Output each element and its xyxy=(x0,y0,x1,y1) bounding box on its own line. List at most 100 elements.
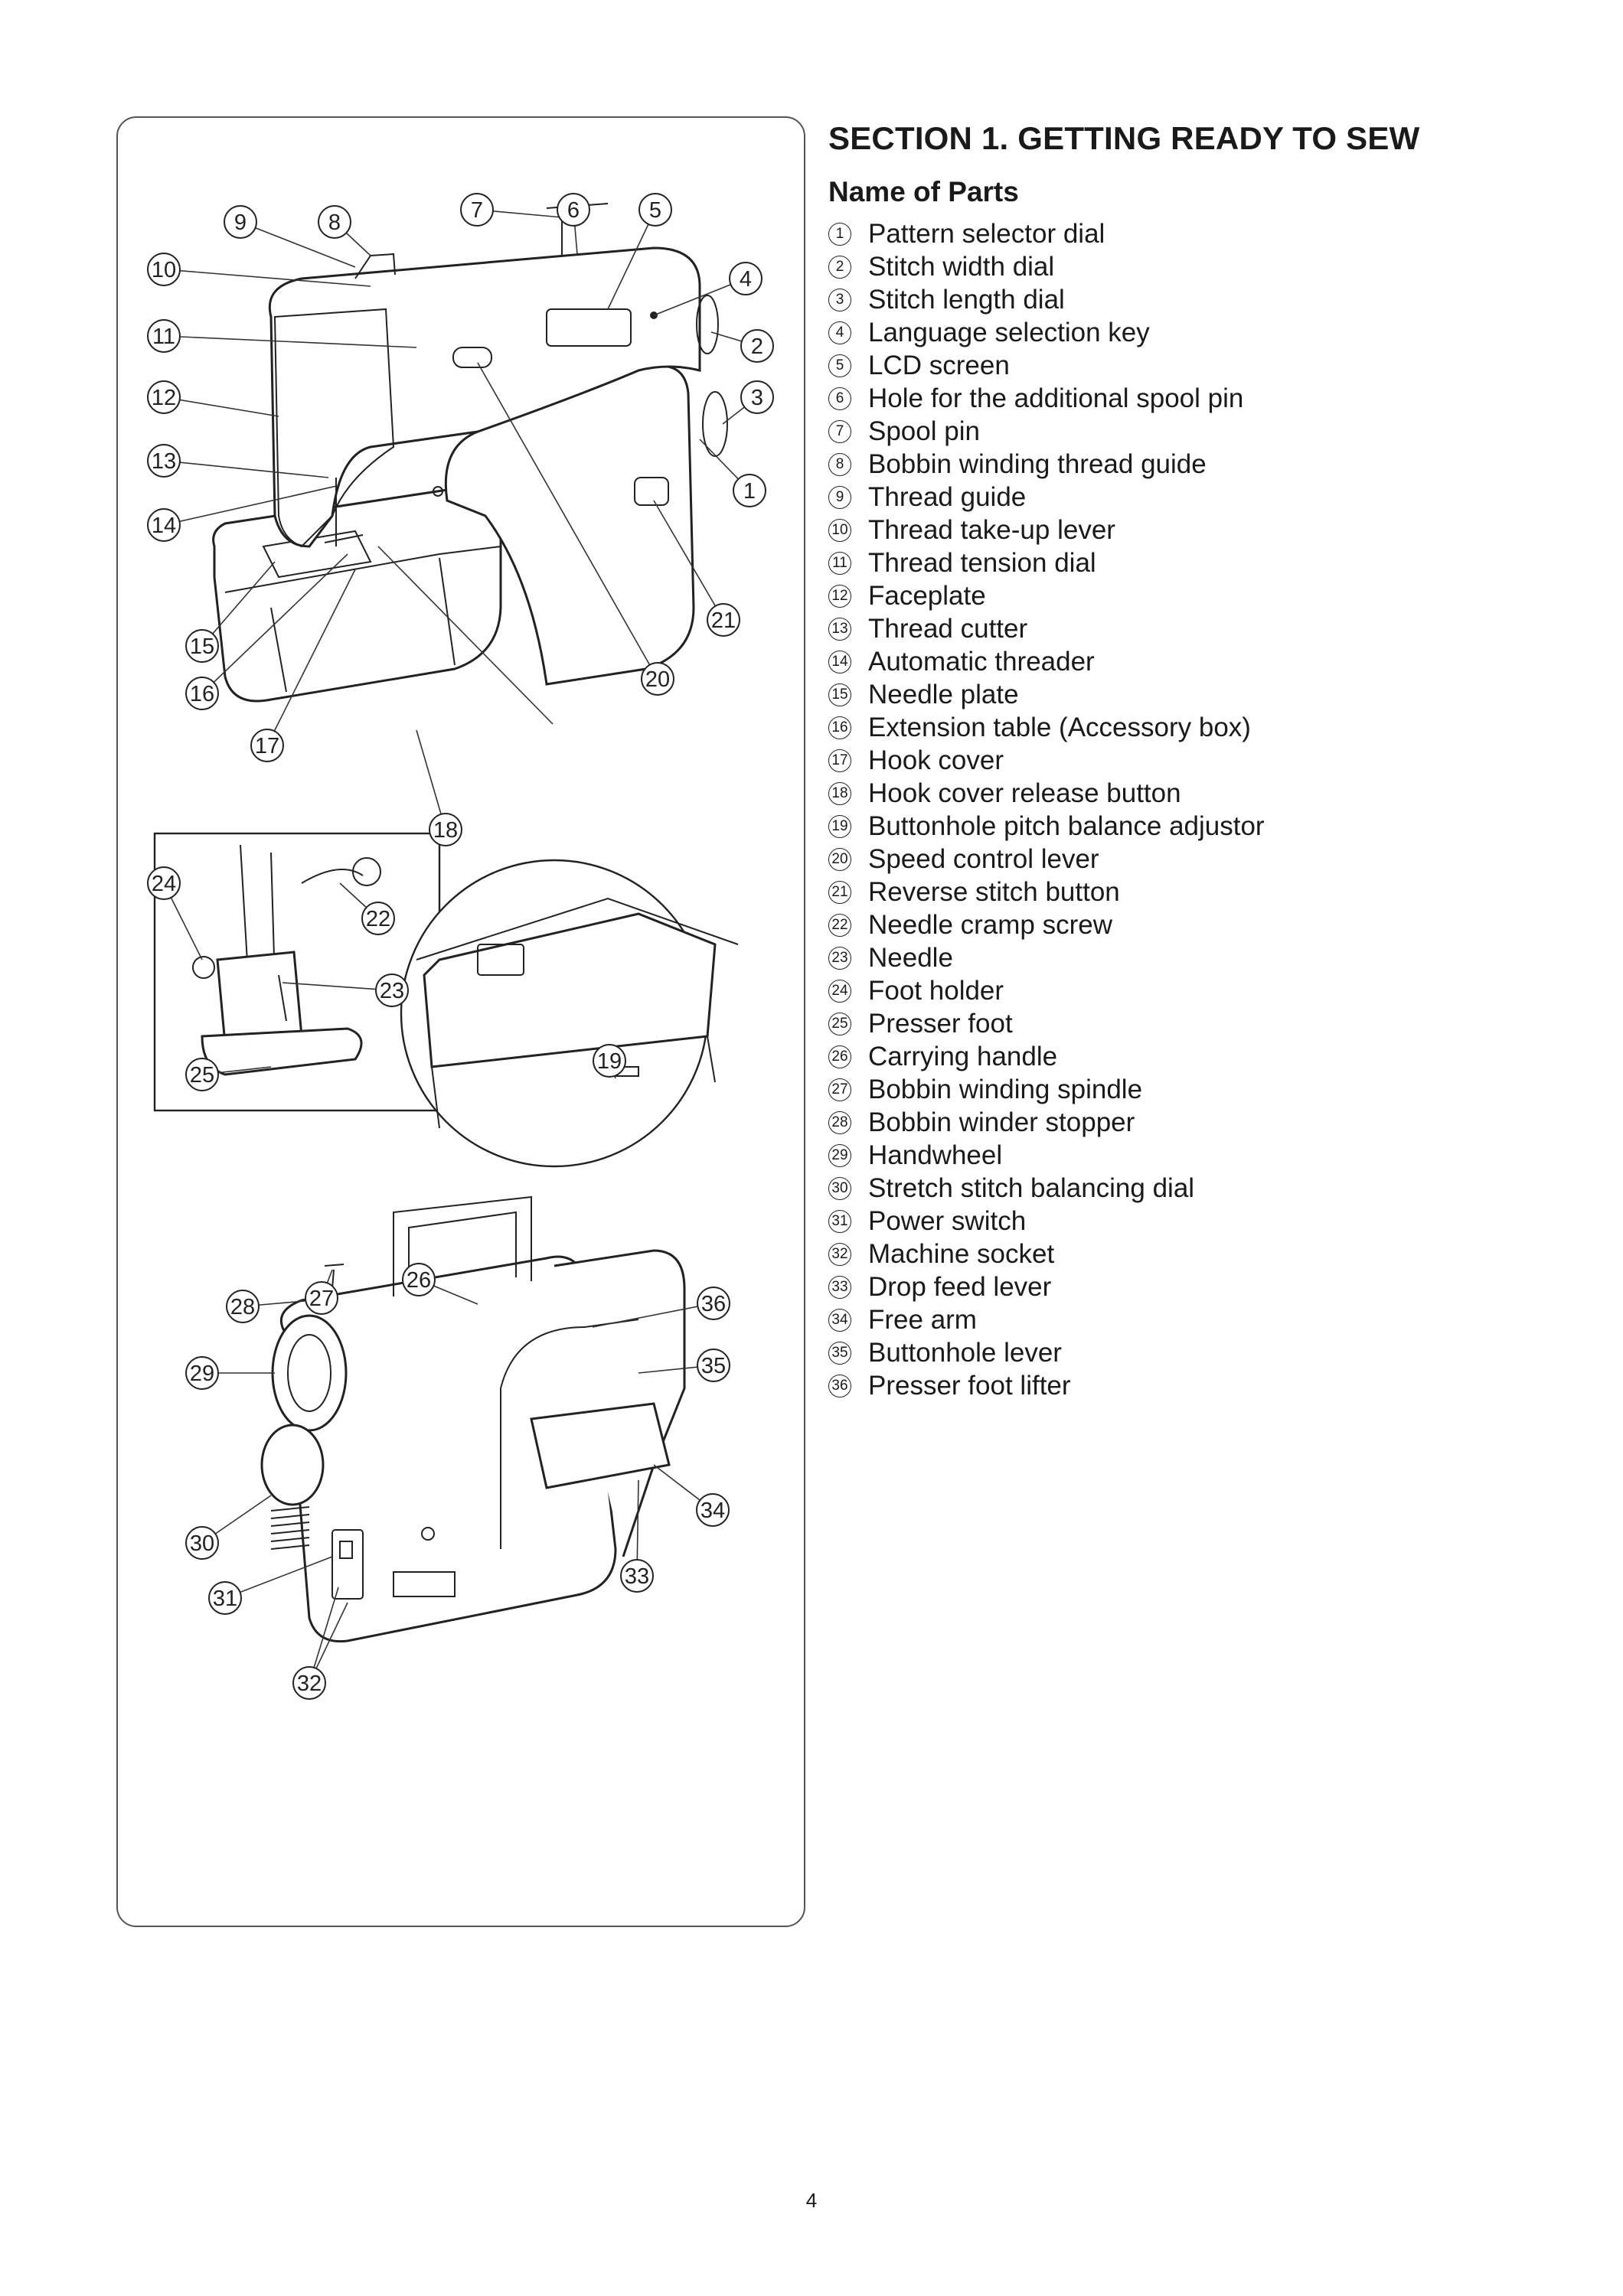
part-number-badge: 4 xyxy=(828,321,851,344)
callout-number: 25 xyxy=(185,1058,219,1091)
svg-text:29: 29 xyxy=(190,1362,214,1386)
callout-number: 14 xyxy=(147,508,181,542)
part-number-badge: 14 xyxy=(828,650,851,673)
part-label: Extension table (Accessory box) xyxy=(868,713,1251,742)
svg-text:25: 25 xyxy=(190,1063,214,1088)
part-label: Buttonhole lever xyxy=(868,1338,1062,1368)
part-label: Bobbin winding spindle xyxy=(868,1075,1143,1104)
svg-text:20: 20 xyxy=(645,667,670,692)
part-number-badge: 7 xyxy=(828,419,851,443)
part-label: Hook cover xyxy=(868,745,1004,775)
svg-text:8: 8 xyxy=(328,210,341,235)
part-number-badge: 23 xyxy=(828,946,851,970)
part-label: Foot holder xyxy=(868,976,1004,1006)
part-label: Hole for the additional spool pin xyxy=(868,383,1244,413)
callout-number: 28 xyxy=(226,1290,260,1323)
svg-text:16: 16 xyxy=(190,682,214,706)
callout-number: 16 xyxy=(185,677,219,710)
svg-text:33: 33 xyxy=(625,1564,649,1589)
svg-text:23: 23 xyxy=(380,979,404,1003)
hook-cover-inset xyxy=(400,859,739,1168)
part-label: Automatic threader xyxy=(868,647,1095,677)
part-item: 18 Hook cover release button xyxy=(828,777,1594,810)
part-label: LCD screen xyxy=(868,351,1010,380)
callout-number: 4 xyxy=(729,262,763,295)
callout-number: 11 xyxy=(147,319,181,353)
callout-number: 33 xyxy=(620,1559,654,1593)
svg-text:28: 28 xyxy=(230,1295,255,1319)
part-label: Needle cramp screw xyxy=(868,910,1112,940)
part-number-badge: 24 xyxy=(828,979,851,1003)
part-label: Carrying handle xyxy=(868,1042,1058,1071)
part-item: 7 Spool pin xyxy=(828,415,1594,448)
part-label: Thread guide xyxy=(868,482,1027,512)
part-label: Presser foot xyxy=(868,1009,1013,1039)
rear-view-machine xyxy=(260,1195,686,1643)
part-label: Free arm xyxy=(868,1305,977,1335)
svg-text:26: 26 xyxy=(407,1268,431,1293)
svg-text:17: 17 xyxy=(255,734,279,758)
part-item: 14 Automatic threader xyxy=(828,645,1594,678)
svg-text:4: 4 xyxy=(740,267,752,292)
callout-number: 31 xyxy=(208,1581,242,1615)
svg-text:31: 31 xyxy=(213,1587,237,1611)
part-label: Power switch xyxy=(868,1206,1027,1236)
part-number-badge: 3 xyxy=(828,288,851,311)
svg-text:5: 5 xyxy=(649,198,661,223)
part-label: Spool pin xyxy=(868,416,980,446)
part-label: Handwheel xyxy=(868,1140,1003,1170)
text-column: SECTION 1. GETTING READY TO SEW Name of … xyxy=(828,115,1594,1402)
callout-number: 26 xyxy=(402,1263,436,1296)
callout-number: 24 xyxy=(147,866,181,900)
callout-number: 30 xyxy=(185,1526,219,1560)
callout-number: 22 xyxy=(361,902,395,935)
callout-number: 36 xyxy=(697,1287,730,1320)
part-number-badge: 26 xyxy=(828,1045,851,1068)
svg-text:12: 12 xyxy=(152,386,176,410)
part-label: Reverse stitch button xyxy=(868,877,1120,907)
part-label: Machine socket xyxy=(868,1239,1055,1269)
svg-text:18: 18 xyxy=(433,818,458,843)
svg-text:15: 15 xyxy=(190,634,214,659)
part-number-badge: 19 xyxy=(828,814,851,838)
part-number-badge: 13 xyxy=(828,617,851,641)
part-number-badge: 11 xyxy=(828,551,851,575)
callout-number: 9 xyxy=(224,205,257,239)
part-callouts: 1234567891011121314151617181920212223242… xyxy=(147,193,774,1700)
svg-text:36: 36 xyxy=(701,1292,726,1316)
part-label: Stitch length dial xyxy=(868,285,1065,315)
section-title: SECTION 1. GETTING READY TO SEW xyxy=(828,120,1420,156)
svg-text:9: 9 xyxy=(234,210,247,235)
part-number-badge: 18 xyxy=(828,781,851,805)
part-label: Hook cover release button xyxy=(868,778,1181,808)
part-label: Bobbin winding thread guide xyxy=(868,449,1207,479)
callout-number: 27 xyxy=(305,1281,338,1315)
svg-text:10: 10 xyxy=(152,258,176,282)
callout-number: 15 xyxy=(185,629,219,663)
callout-number: 12 xyxy=(147,380,181,414)
part-label: Thread cutter xyxy=(868,614,1028,644)
svg-text:27: 27 xyxy=(309,1287,334,1311)
part-label: Thread take-up lever xyxy=(868,515,1115,545)
part-label: Bobbin winder stopper xyxy=(868,1107,1135,1137)
callout-number: 8 xyxy=(318,205,351,239)
part-number-badge: 1 xyxy=(828,222,851,246)
part-label: Faceplate xyxy=(868,581,986,611)
part-label: Stitch width dial xyxy=(868,252,1055,282)
